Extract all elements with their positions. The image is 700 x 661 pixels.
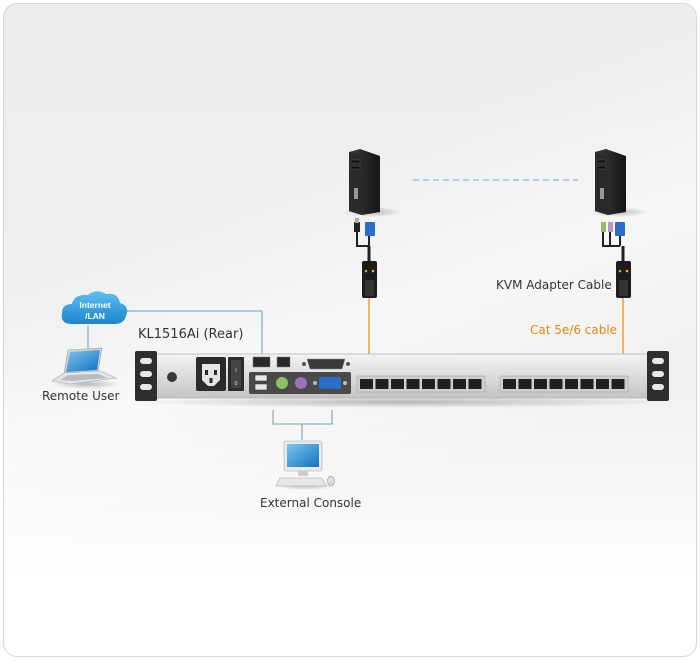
external-console-label: External Console (260, 496, 362, 510)
kvm-port-icon (422, 379, 435, 389)
laptop-icon (51, 347, 120, 389)
remote-user-label: Remote User (42, 389, 120, 403)
kvm-adapter-cable-ps2 (601, 222, 631, 298)
computer-tower-icon-1 (342, 149, 402, 217)
kvm-port-icon (611, 379, 625, 389)
internet-cloud-icon: Internet /LAN (61, 291, 128, 324)
kvm-port-icon (375, 379, 389, 389)
power-switch-icon: I 0 (228, 357, 244, 391)
cat-cable-label: Cat 5e/6 cable (530, 323, 618, 337)
console-bracket-line (272, 410, 333, 425)
device-label: KL1516Ai (Rear) (138, 327, 244, 342)
kvm-port-icon (360, 379, 373, 389)
kvm-port-bank-1 (356, 375, 486, 393)
kvm-port-icon (549, 379, 563, 389)
external-console-icon (275, 440, 335, 490)
kvm-port-icon (580, 379, 594, 389)
kvm-port-icon (565, 379, 578, 389)
kvm-port-icon (534, 379, 547, 389)
cloud-label-lan: /LAN (85, 311, 105, 321)
kvm-port-icon (453, 379, 466, 389)
ps2-keyboard-port-icon (276, 377, 288, 389)
rack-bracket-left (135, 351, 157, 401)
kvm-adapter-label: KVM Adapter Cable (496, 278, 612, 292)
computer-tower-icon-2 (588, 149, 648, 217)
svg-text:0: 0 (234, 381, 237, 387)
kvm-port-icon (518, 379, 532, 389)
console-port-panel (249, 372, 351, 394)
kvm-port-icon (437, 379, 451, 389)
lan-port-icon (252, 356, 271, 368)
rack-bracket-right (647, 351, 669, 401)
kvm-port-icon (468, 379, 482, 389)
kvm-port-icon (596, 379, 609, 389)
kvm-switch-rear: I 0 (133, 351, 673, 408)
cloud-label-internet: Internet (79, 300, 110, 310)
usb-port-icon (254, 383, 268, 391)
vga-port-icon (319, 377, 341, 389)
kvm-port-bank-2 (499, 375, 629, 393)
kvm-port-icon (406, 379, 420, 389)
lan-port-icon (276, 356, 291, 368)
usb-port-icon (254, 374, 268, 382)
parallel-port-icon (302, 358, 350, 370)
kvm-adapter-cable-usb (354, 218, 377, 298)
ps2-mouse-port-icon (295, 377, 307, 389)
power-socket-icon (196, 357, 226, 391)
kvm-port-icon (391, 379, 404, 389)
ground-screw-icon (167, 372, 177, 382)
svg-text:I: I (235, 368, 236, 374)
diagram-frame (3, 3, 697, 657)
kvm-port-icon (503, 379, 516, 389)
